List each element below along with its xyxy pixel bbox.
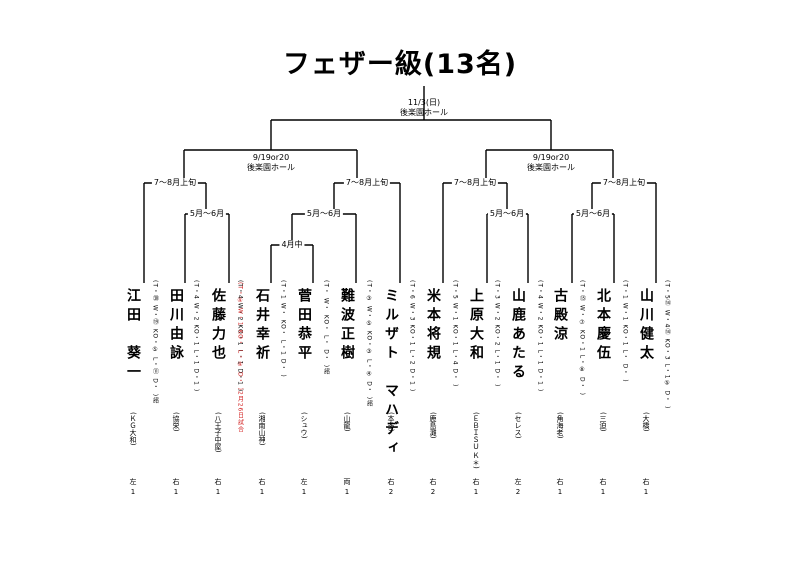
r2b-label: 5月〜6月 [304, 209, 344, 219]
final-label: 11/3(日) 後楽園ホール [400, 98, 448, 118]
fighter-name: 北本慶伍 [595, 288, 611, 364]
fighter-gym: (シュウ) [300, 412, 308, 439]
qf1-label: 7〜8月上旬 [151, 178, 199, 188]
bracket-line-qf1 [143, 182, 207, 283]
final-date: 11/3(日) [407, 98, 441, 107]
fighter-gym: (ＥＢＩＳＵ Ｋ＊) [472, 412, 480, 469]
r2c-label: 5月〜6月 [487, 209, 527, 219]
bracket-line-r2c [486, 213, 529, 283]
page-title: フェザー級(13名) [282, 49, 518, 80]
fighter-record: (T・4 W・2 KO・1 L・1 D・1 ) [192, 280, 200, 393]
fighter-name: 上原大和 [468, 288, 484, 364]
fighter-gym: (山龍) [343, 412, 351, 432]
fighter-name: 米本将規 [425, 288, 441, 364]
fighter-name: 山鹿あたる [510, 288, 526, 383]
bracket-line-r2d [571, 213, 615, 283]
fighter-gym: (ＫＧ大和) [129, 412, 137, 446]
semi-right-venue: 後楽園ホール [527, 163, 575, 172]
semi-left-label: 9/19or20 後楽園ホール [247, 153, 295, 173]
fighter-record: (T・1 W・1 KO・1 L・ D・ ) [621, 280, 629, 383]
fighter-name: 田川由詠 [168, 288, 184, 364]
bracket-line-semi-right [485, 149, 614, 183]
bracket-line-semi-left [183, 149, 358, 183]
fighter-record: (T・5 W・1 KO・1 L・4 D・ ) [451, 280, 459, 388]
r2d-label: 5月〜6月 [573, 209, 613, 219]
fighter-name: 古殿涼 [552, 288, 568, 345]
fighter-record: (T・3 W・2 KO・2 L・1 D・ ) [493, 280, 501, 388]
fighter-gym: (大橋) [642, 412, 650, 432]
fighter-gym: (セレス) [514, 412, 522, 439]
fighter-gym: (本多) [387, 412, 395, 432]
r1-label: 4月中 [279, 240, 305, 250]
bracket-line-qf4 [591, 182, 657, 283]
semi-right-date: 9/19or20 [532, 153, 570, 162]
fighter-gym: (湘南山神) [258, 412, 266, 446]
semi-left-date: 9/19or20 [252, 153, 290, 162]
bracket-line-r2a [184, 213, 230, 283]
fighter-record: (T・6 W・3 KO・1 L・2 D・1 ) [408, 280, 416, 393]
fighter-record: (T・1 W・ KO・ L・1 D・ ) [279, 280, 287, 378]
fighter-name: 菅田恭平 [296, 288, 312, 364]
fighter-gym: (角海老) [556, 412, 564, 439]
fighter-name: 石井幸祈 [254, 288, 270, 364]
final-venue: 後楽園ホール [400, 108, 448, 117]
fighter-gym: (三迫) [599, 412, 607, 432]
fighter-gym: (八王子中屋) [214, 412, 222, 453]
fighter-gym: (協栄) [172, 412, 180, 432]
fighter-record: (T・ W・ KO・ L・ D・ )諮 [322, 280, 330, 376]
bracket-line-r1 [270, 244, 314, 283]
r2a-label: 5月〜6月 [187, 209, 227, 219]
fighter-name: 江田 葵一 [125, 288, 141, 383]
fighter-record: (T・④ W・1 KO・ L・④ D・ )2月26日試合 [236, 282, 244, 434]
bracket-line-qf3 [442, 182, 508, 283]
fighter-record: (T・4 W・2 KO・1 L・1 D・1 ) [536, 280, 544, 393]
fighter-record: (T・4 W・2 KO・1 L・1 D・1 ) [236, 280, 244, 393]
bracket-line-qf2 [333, 182, 401, 283]
qf4-label: 7〜8月上旬 [600, 178, 648, 188]
fighter-name: 佐藤力也 [210, 288, 226, 364]
qf3-label: 7〜8月上旬 [451, 178, 499, 188]
fighter-name: 山川健太 [638, 288, 654, 364]
fighter-record: (T・③ W・⑤ KO・③ L・④ D・ )諮 [365, 280, 373, 408]
fighter-name: ミルザト マハディ [383, 288, 399, 459]
fighter-record: (T・5⑭ W・4⑭ KO・3 L・1⑤ D・ ) [663, 280, 671, 410]
fighter-record: (T・⑮ W・⑦ KO・1 L・⑧ D・ ) [578, 280, 586, 396]
qf2-label: 7〜8月上旬 [343, 178, 391, 188]
fighter-gym: (鹿島灘) [429, 412, 437, 439]
fighter-record: (T・㉚ W・⑲ KO・⑤ L・⑪ D・ )諮 [151, 280, 159, 405]
semi-left-venue: 後楽園ホール [247, 163, 295, 172]
fighter-name: 難波正樹 [339, 288, 355, 364]
semi-right-label: 9/19or20 後楽園ホール [527, 153, 575, 173]
